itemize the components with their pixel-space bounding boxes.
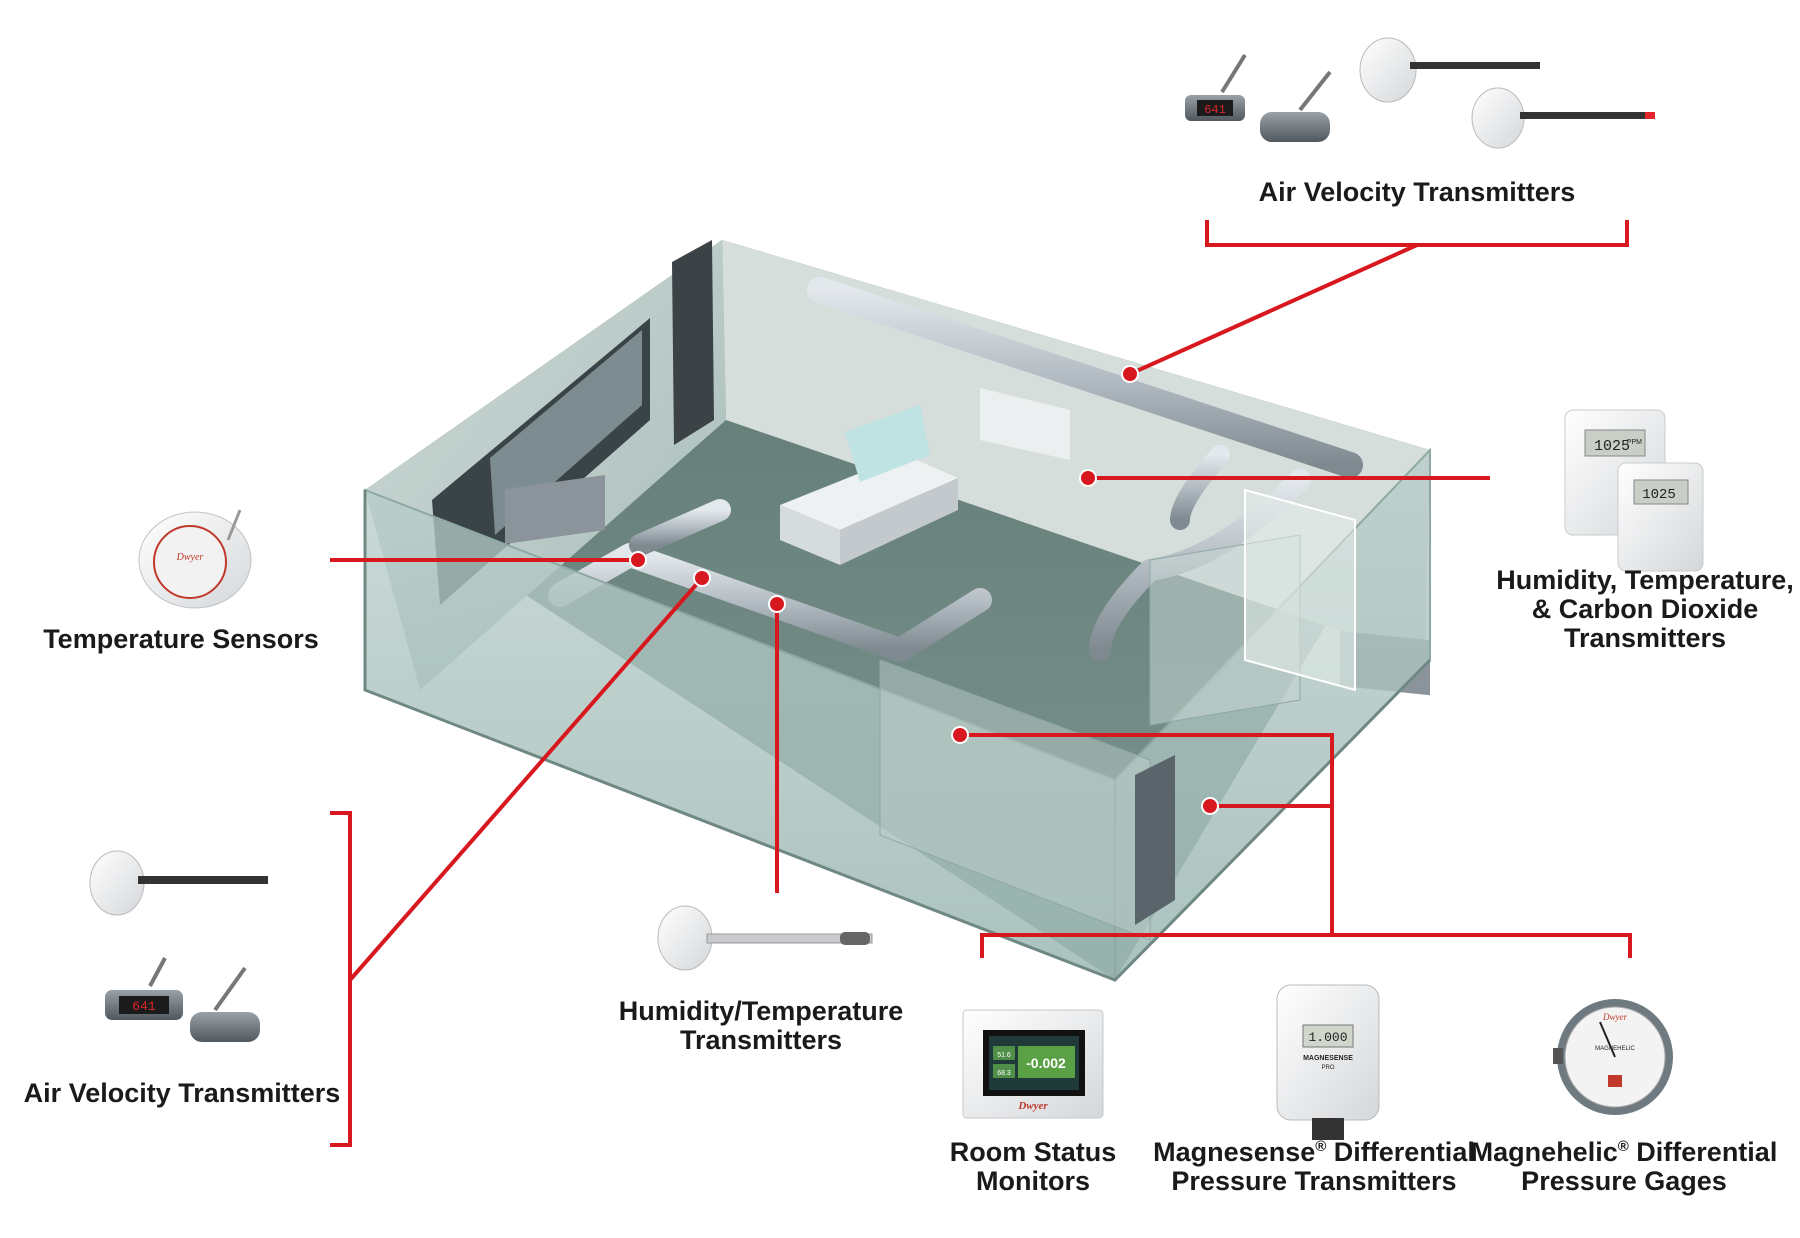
dot-pressure-anteroom (951, 726, 969, 744)
magnesense-device-sub: PRO (1321, 1065, 1334, 1071)
monitor-main-reading: -0.002 (1026, 1055, 1066, 1071)
dot-pressure-bathroom (1201, 797, 1219, 815)
magnehelic-gage-image: Dwyer MAGNEHELIC (1553, 999, 1673, 1115)
monitor-brand: Dwyer (1017, 1100, 1048, 1112)
co2-reading-2: 1025 (1642, 487, 1676, 503)
label-hum-temp: Humidity/Temperature Transmitters (618, 996, 904, 1055)
window-view (490, 330, 642, 535)
bracket-air-velocity-top (1205, 220, 1629, 247)
dot-hum-temp-co2 (1079, 469, 1097, 487)
leader-lines (330, 220, 1632, 1147)
label-air-velocity-top: Air Velocity Transmitters (1258, 177, 1576, 207)
anteroom-partition (879, 659, 1151, 941)
magnehelic-brand: Dwyer (1602, 1012, 1627, 1022)
shower-enclosure (1244, 488, 1356, 692)
label-air-velocity-left: Air Velocity Transmitters (23, 1078, 341, 1108)
temperature-sensor-image: Dwyer (138, 509, 252, 609)
curtain (672, 240, 714, 445)
dot-air-velocity-top (1121, 365, 1139, 383)
room-status-monitor-image: 51.6 68.3 -0.002 Dwyer (962, 1009, 1104, 1119)
magnesense-reading: 1.000 (1308, 1030, 1347, 1045)
leader-dots (629, 365, 1219, 815)
leader-pressure-group (960, 733, 1334, 935)
hum-temp-co2-transmitters-image: 1025 PPM 1025 (1564, 409, 1704, 572)
magnesense-device-label: MAGNESENSE (1303, 1055, 1353, 1062)
dot-air-velocity-left (693, 569, 711, 587)
magnesense-transmitter-image: 1.000 MAGNESENSE PRO (1276, 984, 1380, 1140)
leader-air-velocity-left (348, 576, 704, 982)
label-temperature-sensors: Temperature Sensors (43, 624, 319, 654)
hospital-room-model (363, 240, 1432, 983)
hospital-bed (780, 405, 958, 565)
co2-reading-1: 1025 (1594, 438, 1630, 455)
bracket-pressure-group (980, 933, 1632, 958)
wall-cabinet (980, 388, 1070, 460)
air-velocity-transmitters-top-image: 641 (1185, 37, 1655, 149)
leader-air-velocity-top (1129, 243, 1418, 376)
label-magnesense: Magnesense® Differential Pressure Transm… (1153, 1137, 1475, 1196)
hum-temp-transmitter-image (657, 905, 873, 971)
display-readout-top: 641 (1204, 103, 1226, 117)
air-handler-box-left (505, 474, 605, 545)
label-magnehelic: Magnehelic® Differential Pressure Gages (1470, 1137, 1778, 1196)
co2-unit-1: PPM (1627, 439, 1642, 446)
dot-temperature-sensors (629, 551, 647, 569)
monitor-small-1: 51.6 (997, 1052, 1011, 1059)
door (1135, 755, 1175, 925)
display-readout-left: 641 (132, 999, 156, 1014)
dot-hum-temp (768, 595, 786, 613)
monitor-small-2: 68.3 (997, 1070, 1011, 1077)
label-hum-temp-co2: Humidity, Temperature, & Carbon Dioxide … (1496, 565, 1794, 653)
air-velocity-transmitters-left-image: 641 (89, 850, 268, 1042)
magnehelic-device-label: MAGNEHELIC (1595, 1046, 1635, 1052)
label-room-status-monitors: Room Status Monitors (949, 1137, 1117, 1196)
temp-sensor-brand: Dwyer (176, 552, 204, 563)
